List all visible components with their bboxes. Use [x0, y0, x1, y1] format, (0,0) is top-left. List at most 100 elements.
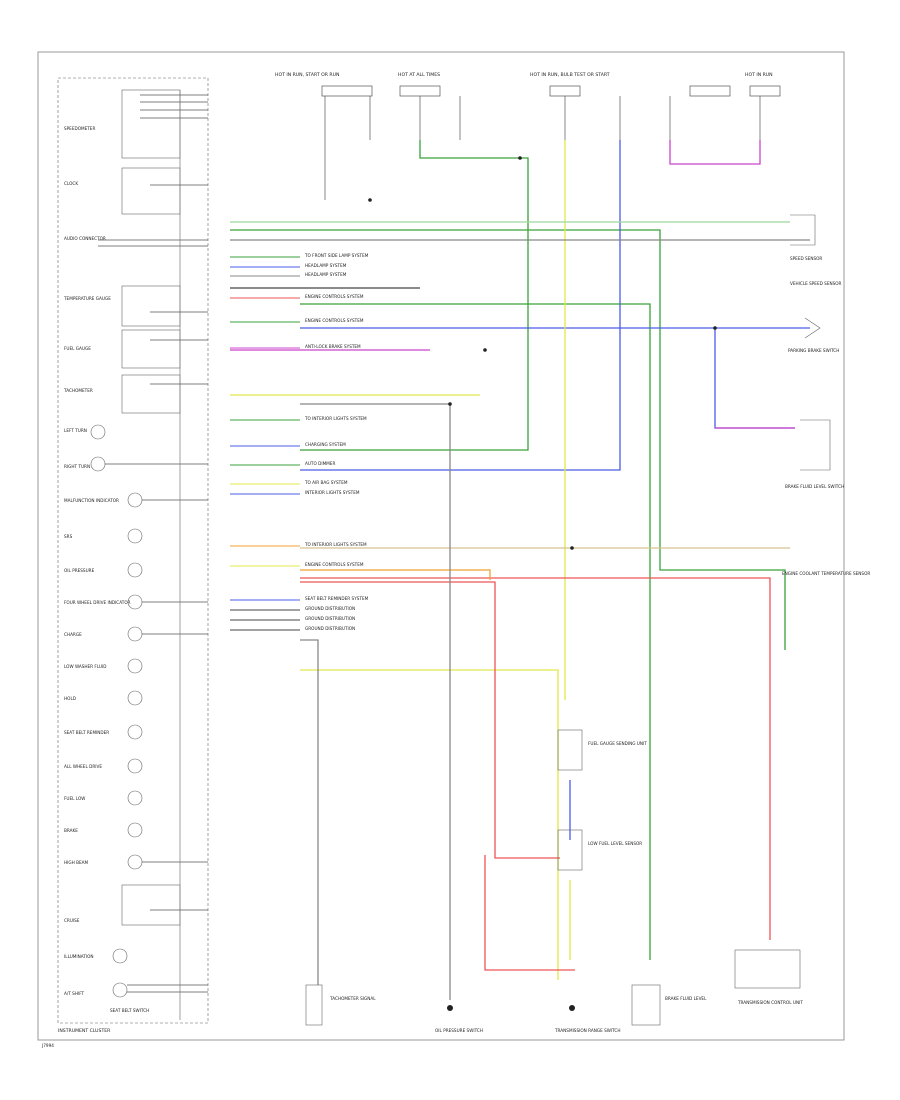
fuse-blocks [321, 85, 781, 200]
bottom-component-label: FUEL GAUGE SENDING UNIT [588, 741, 647, 746]
connector-label: HEADLAMP SYSTEM [305, 272, 347, 277]
connector-stubs [230, 256, 300, 631]
brake-lamp-icon [127, 822, 143, 838]
washer-lamp-icon [127, 658, 143, 674]
right-component-label: ENGINE COOLANT TEMPERATURE SENSOR [782, 571, 870, 576]
component-label: RIGHT TURN [64, 464, 90, 469]
oil-pressure-switch-icon [447, 1005, 453, 1011]
fuel-sending-unit-icon [557, 729, 583, 771]
component-label: HOLD [64, 696, 76, 701]
wire-harness [230, 140, 810, 1000]
splice-points [368, 156, 717, 550]
right-component-label: BRAKE FLUID LEVEL SWITCH [785, 484, 844, 489]
transmission-range-switch-icon [569, 1005, 575, 1011]
wire-gray-3 [300, 639, 319, 985]
component-label: FOUR WHEEL DRIVE INDICATOR [64, 600, 131, 605]
brake-fluid-level-icon [631, 984, 661, 1026]
instrument-cluster-box [57, 77, 209, 1024]
bottom-component-label: SEAT BELT SWITCH [110, 1008, 149, 1013]
connector-label: SEAT BELT REMINDER SYSTEM [305, 596, 369, 601]
component-label: ILLUMINATION [64, 954, 94, 959]
parking-brake-switch-icon [804, 317, 821, 339]
fuel-low-lamp-icon [127, 790, 143, 806]
wire-yellow-2 [300, 669, 559, 980]
wire-red-3 [484, 855, 575, 971]
bottom-component-label: TRANSMISSION RANGE SWITCH [554, 1028, 621, 1033]
component-label: OIL PRESSURE [64, 568, 95, 573]
connector-label: ENGINE CONTROLS SYSTEM [305, 318, 364, 323]
indicator-lamps [90, 424, 143, 998]
high-beam-lamp-icon [127, 854, 143, 870]
component-label: CHARGE [64, 632, 82, 637]
component-label: HIGH BEAM [64, 860, 88, 865]
oil-pressure-lamp-icon [127, 562, 143, 578]
right-components: SPEED SENSOR VEHICLE SPEED SENSOR PARKIN… [782, 214, 870, 576]
top-feed-label: HOT AT ALL TIMES [398, 72, 440, 78]
top-feed-label: HOT IN RUN [745, 72, 773, 78]
speed-sensor-switch-icon [790, 214, 816, 246]
transmission-control-unit-icon [734, 949, 801, 989]
bottom-component-label: TRANSMISSION CONTROL UNIT [737, 1000, 803, 1005]
srs-lamp-icon [127, 528, 143, 544]
wire-blue [300, 140, 621, 471]
connector-label: INTERIOR LIGHTS SYSTEM [305, 490, 360, 495]
component-label: TACHOMETER [63, 388, 93, 393]
component-label: SPEEDOMETER [64, 126, 95, 131]
top-feed-label: HOT IN RUN, START OR RUN [275, 72, 339, 78]
connector-label: GROUND DISTRIBUTION [305, 606, 355, 611]
left-component-labels: SPEEDOMETER CLOCK AUDIO CONNECTOR TEMPER… [63, 126, 131, 996]
connector-label: TO INTERIOR LIGHTS SYSTEM [304, 416, 367, 421]
connector-label: GROUND DISTRIBUTION [305, 616, 355, 621]
component-label: MALFUNCTION INDICATOR [64, 498, 119, 503]
gauge-boxes [121, 89, 181, 926]
page-code: J7994 [41, 1043, 54, 1048]
wire-red-2 [300, 577, 771, 940]
right-component-label: VEHICLE SPEED SENSOR [790, 281, 842, 286]
instrument-cluster-title: INSTRUMENT CLUSTER [58, 1028, 111, 1034]
component-label: FUEL LOW [64, 796, 85, 801]
brake-fluid-switch-icon [800, 419, 831, 471]
wire-green-2 [300, 140, 529, 451]
wire-magenta [669, 140, 761, 165]
connector-label: ANTI-LOCK BRAKE SYSTEM [305, 344, 361, 349]
component-label: FUEL GAUGE [64, 346, 91, 351]
top-feed-label: HOT IN RUN, BULB TEST OR START [530, 72, 610, 78]
connector-labels: TO FRONT SIDE LAMP SYSTEM HEADLAMP SYSTE… [304, 253, 369, 631]
cluster-pin-lines [98, 94, 208, 993]
component-label: AUDIO CONNECTOR [64, 236, 106, 241]
connector-label: GROUND DISTRIBUTION [305, 626, 355, 631]
connector-label: HEADLAMP SYSTEM [305, 263, 347, 268]
at-shift-lamp-icon [112, 982, 128, 998]
connector-label: ENGINE CONTROLS SYSTEM [305, 294, 364, 299]
diagram-frame [37, 51, 845, 1041]
right-component-label: SPEED SENSOR [790, 256, 822, 261]
component-label: A/T SHIFT [64, 991, 85, 996]
tachometer-signal-icon [305, 984, 323, 1026]
connector-label: AUTO DIMMER [305, 461, 335, 466]
component-label: SEAT BELT REMINDER [64, 730, 109, 735]
wire-blue-3 [714, 328, 795, 429]
component-label: CRUISE [64, 918, 80, 923]
bottom-component-label: TACHOMETER SIGNAL [329, 996, 376, 1001]
seat-belt-lamp-icon [127, 724, 143, 740]
connector-label: CHARGING SYSTEM [305, 442, 346, 447]
component-label: LOW WASHER FLUID [64, 664, 106, 669]
bottom-component-label: BRAKE FLUID LEVEL [665, 996, 707, 1001]
component-label: LEFT TURN [64, 428, 87, 433]
awd-lamp-icon [127, 758, 143, 774]
bottom-components: TACHOMETER SIGNAL OIL PRESSURE SWITCH FU… [110, 729, 803, 1033]
wire-red [300, 581, 560, 859]
right-turn-lamp-icon [90, 456, 106, 472]
component-label: CLOCK [64, 181, 78, 186]
left-turn-lamp-icon [90, 424, 106, 440]
component-label: TEMPERATURE GAUGE [63, 296, 111, 301]
bottom-component-label: LOW FUEL LEVEL SENSOR [588, 841, 642, 846]
component-label: BRAKE [64, 828, 78, 833]
connector-label: TO FRONT SIDE LAMP SYSTEM [304, 253, 369, 258]
wire-green [230, 229, 786, 650]
connector-label: TO AIR BAG SYSTEM [304, 480, 348, 485]
wire-green-3 [300, 303, 651, 960]
wire-orange [300, 569, 491, 580]
charge-lamp-icon [127, 626, 143, 642]
